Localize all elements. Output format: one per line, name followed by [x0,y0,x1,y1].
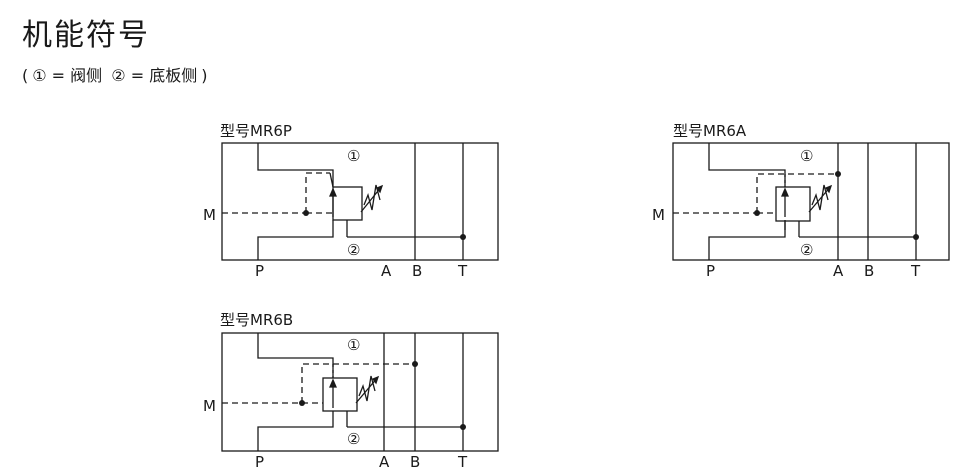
path-p-upper [257,143,334,187]
junction-dot [303,210,309,216]
relief-element [322,377,358,412]
port-t: T [910,262,921,280]
flow-arrow-head-icon [329,378,337,388]
spring-icon [363,184,381,211]
port-a: A [381,262,392,280]
junction-dot [299,400,305,406]
diagram-mr6p: 型号MR6P ① ② M P A B T [203,122,499,280]
junction-dot [835,171,841,177]
pilot-line-up [305,172,330,213]
port-m: M [203,206,216,224]
port-b: B [864,262,874,280]
path-p-lower [257,220,334,260]
side1-label: ① [347,147,360,165]
model-label: 型号MR6B [220,311,293,329]
valve-body [672,142,950,261]
side1-label: ① [347,336,360,354]
port-p: P [255,453,264,471]
model-label: 型号MR6P [220,122,292,140]
port-p: P [706,262,715,280]
valve-body [221,142,499,261]
page-title: 机能符号 [22,18,150,53]
subtitle-side-2: ② = 底板侧 [111,66,198,85]
port-p: P [255,262,264,280]
pilot-line-up [756,173,838,213]
valve-body [221,332,499,452]
flow-arrow-head-icon [781,187,789,197]
side2-label: ② [347,241,360,259]
relief-element [332,186,363,221]
flow-arrows [329,187,789,408]
diagram-mr6b: 型号MR6B ① ② M P A B T [203,311,499,471]
junction-dot [460,424,466,430]
subtitle-side-1: ① = 阀侧 [32,66,103,85]
path-p-lower [257,411,334,451]
diagram-mr6a: 型号MR6A ① ② M P A B T [652,122,950,280]
path-p-upper [708,143,786,187]
junction-dot [913,234,919,240]
pilot-tip [329,172,334,188]
spring-icon [358,375,376,402]
spring-icon [811,184,829,211]
relief-element [775,186,811,222]
path-p-lower [708,220,786,260]
adjust-arrow-head-icon [371,375,380,385]
side2-label: ② [800,241,813,259]
port-a: A [833,262,844,280]
port-a: A [379,453,390,471]
port-t: T [457,262,468,280]
port-t: T [457,453,468,471]
path-p-upper [257,333,334,378]
subtitle-open: ( [22,66,29,85]
port-b: B [412,262,422,280]
port-b: B [410,453,420,471]
port-m: M [652,206,665,224]
adjust-arrow-head-icon [824,184,833,194]
junction-dot [460,234,466,240]
pilot-line-up [301,363,415,403]
page-subtitle: (① = 阀侧 ② = 底板侧) [22,62,211,86]
junction-dot [412,361,418,367]
port-m: M [203,397,216,415]
adjust-arrow-head-icon [375,184,384,194]
side1-label: ① [800,147,813,165]
junction-dot [754,210,760,216]
side2-label: ② [347,430,360,448]
flow-arrow-head-icon [329,187,337,197]
subtitle-close: ) [201,66,208,85]
model-label: 型号MR6A [673,122,747,140]
